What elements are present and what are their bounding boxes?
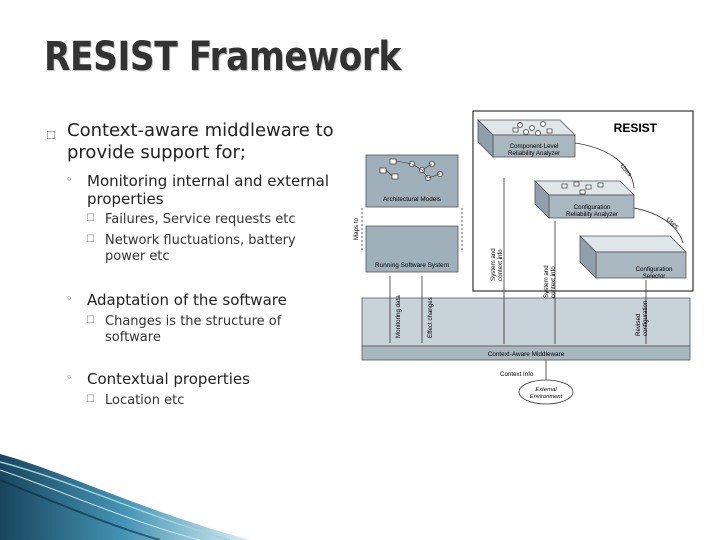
context-aware-middleware: Context-Aware Middleware [361,297,691,361]
effect-changes-label: Effect changes [427,297,434,338]
maps-to-label: Maps to [353,217,360,240]
running-software-system: Running Software System [365,225,459,273]
bullet-box-icon: ☐ [86,315,95,326]
configuration-graph-icon [561,181,604,195]
bullet-box-icon: ☐ [86,213,95,224]
svg-text:Reliability Analyzer: Reliability Analyzer [566,211,618,218]
bullet-box-icon: ☐ [86,394,95,405]
bullet-box-icon: ☐ [86,234,95,245]
svg-text:Configuration: Configuration [574,204,611,211]
architectural-models: Architectural Models [365,154,459,208]
component-graph-icon [512,121,553,136]
bullet-network: Network fluctuations, battery power etc [105,233,296,264]
resist-label: RESIST [614,121,658,135]
svg-text:Component-Level: Component-Level [510,143,559,150]
component-reliability-analyzer: Component-Level Reliability Analyzer [477,119,576,158]
sub-bullet-icon: ◦ [66,371,73,384]
configuration-reliability-analyzer: Configuration Reliability Analyzer [534,180,635,219]
svg-text:External: External [535,387,557,393]
system-context-info-label: context info [550,266,557,298]
monitoring-data-label: Monitoring data [395,295,402,338]
svg-text:System and: System and [543,265,550,298]
revised-configuration-label: configuration [642,300,649,336]
svg-text:Running Software System: Running Software System [375,262,449,269]
bullet-contextual: Contextual properties [87,370,250,388]
bullet-adaptation: Adaptation of the software [87,291,287,309]
system-context-info-label: context info [497,249,504,281]
resist-diagram: RESIST Component-Level Reliability Analy… [353,110,694,405]
svg-text:Revised: Revised [635,313,642,336]
svg-text:Architectural Models: Architectural Models [383,196,441,203]
svg-text:System and: System and [490,248,497,281]
bullet-level1: Context-aware middleware to provide supp… [67,120,334,163]
bullet-changes: Changes is the structure of software [105,314,282,345]
sub-bullet-icon: ◦ [66,292,73,305]
svg-text:Reliability Analyzer: Reliability Analyzer [508,150,560,157]
external-environment-cloud [518,379,574,405]
svg-text:Selector: Selector [643,273,666,280]
bullet-failures: Failures, Service requests etc [105,212,296,227]
sub-bullet-icon: ◦ [66,173,73,186]
external-environment-label: Environment [530,394,563,400]
corner-decoration [0,454,250,540]
slide-title: RESIST Framework [44,34,401,80]
svg-text:Context-Aware Middleware: Context-Aware Middleware [488,351,565,358]
bullet-monitoring: Monitoring internal and external propert… [87,172,330,208]
bullet-location: Location etc [105,393,185,408]
context-info-label: Context Info [500,371,534,378]
configuration-selector: Configuration Selector [579,235,687,280]
svg-text:Configuration: Configuration [636,266,673,273]
bullet-box-icon: ☐ [46,129,56,142]
